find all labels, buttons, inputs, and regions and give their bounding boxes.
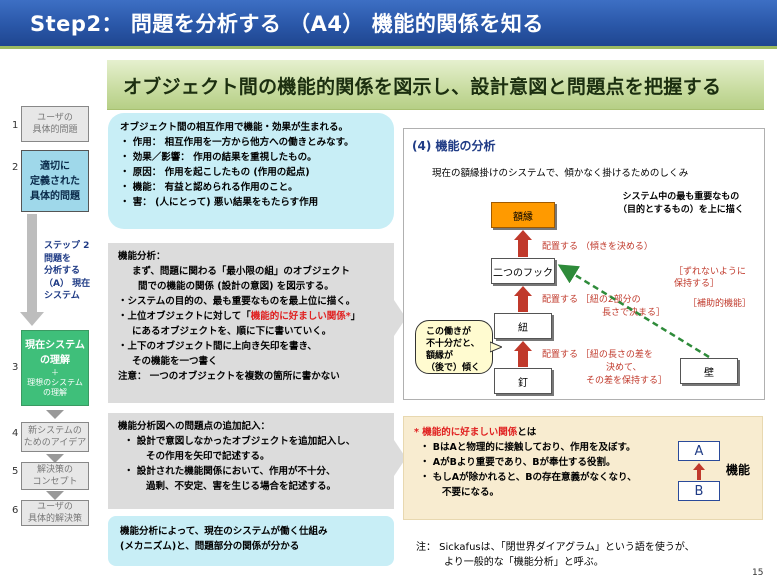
node-kugi: 釘 — [494, 368, 552, 394]
step-4-box: 新システムの ためのアイデア — [21, 422, 89, 452]
step-number-2: 2 — [12, 162, 19, 173]
box5-line: ・ AがBより重要であり、Bが奉仕する役割。 — [420, 457, 616, 468]
box4-line: 機能分析によって、現在のシステムが働く仕組み — [120, 526, 328, 537]
box5-heading: * 機能的に好ましい関係とは — [414, 425, 752, 440]
box5-line: ・ BはAと物理的に接触しており、作用を及ぼす。 — [420, 442, 636, 453]
flow-arrow-5-6 — [46, 491, 64, 500]
box1-line: ・ 効果／影響： 作用の結果を重視したもの。 — [120, 152, 317, 163]
side-label-hold: ［ずれないように 保持する］ — [674, 267, 746, 289]
box1-line: ・ 作用： 相互作用を一方から他方への働きとみなす。 — [120, 137, 354, 148]
box3-heading: 機能分析図への問題点の追加記入： — [118, 421, 271, 432]
warning-bubble: この働きが 不十分だと、 額縁が （後で）傾く — [415, 320, 493, 374]
box2-text: 」 — [350, 311, 361, 322]
box2-line: 注意： 一つのオブジェクトを複数の箇所に書かない — [118, 371, 340, 382]
arrow-nail-to-string — [514, 341, 532, 367]
box5-line: 不要になる。 — [442, 487, 500, 498]
arrow2-label-a: 配置する ［紐の2部分の — [542, 295, 641, 305]
problem-annotation-box: 機能分析図への問題点の追加記入： ・ 設計で意図しなかったオブジェクトを追加記入… — [108, 413, 394, 509]
step-number-6: 6 — [12, 505, 19, 516]
step-number-1: 1 — [12, 120, 19, 131]
node-a: A — [678, 441, 720, 461]
arrow-hook-to-frame — [514, 230, 532, 257]
box2-line-highlight: ・上位オブジェクトに対して「機能的に好ましい関係*」 — [118, 309, 386, 324]
box4-line: (メカニズム)と、問題部分の関係が分かる — [120, 541, 300, 552]
footnote: 注： Sickafusは、「閉世界ダイアグラム」という語を使うが、 より一般的な… — [416, 540, 695, 570]
node-himo: 紐 — [494, 313, 552, 339]
bubble-tail — [490, 341, 502, 353]
banner-text: オブジェクト間の機能的関係を図示し、設計意図と問題点を把握する — [123, 76, 722, 98]
step-6-box: ユーザの 具体的解決策 — [21, 500, 89, 526]
flow-arrow-3-4 — [46, 410, 64, 419]
step-3-main: 現在システム の理解 — [25, 340, 85, 366]
step-number-5: 5 — [12, 466, 19, 477]
step-2-box: 適切に 定義された 具体的問題 — [21, 150, 89, 212]
box1-line: ・ 原因： 作用を起こしたもの (作用の起点) — [120, 167, 310, 178]
slide-title: Step2： 問題を分析する （A4） 機能的関係を知る — [30, 12, 544, 36]
box1-line: ・ 機能： 有益と認められる作用のこと。 — [120, 182, 298, 193]
box2-line: ・上下のオブジェクト間に上向き矢印を書き、 — [118, 341, 317, 352]
diagram-heading: (4) 機能の分析 — [412, 139, 496, 153]
step-number-3: 3 — [12, 362, 19, 373]
box2-heading: 機能分析： — [118, 251, 166, 262]
diagram-subtitle: 現在の額縁掛けのシステムで、傾かなく掛けるためのしくみ — [432, 168, 689, 179]
box5-red-term: 機能的に好ましい関係 — [418, 427, 518, 438]
page-number: 15 — [752, 568, 764, 578]
node-b: B — [678, 481, 720, 501]
title-underline — [0, 46, 777, 49]
footnote-line: 注： Sickafusは、「閉世界ダイアグラム」という語を使うが、 — [416, 542, 695, 553]
node-kabe: 壁 — [680, 358, 738, 384]
box1-line: ・ 害： (人にとって) 悪い結果をもたらす作用 — [120, 197, 319, 208]
box3-line: ・ 設計された機能関係において、作用が不十分、 — [124, 466, 336, 477]
ab-arrow — [693, 463, 705, 480]
step-3-sub: ＋ 理想のシステム の理解 — [27, 368, 83, 397]
step-5-box: 解決策の コンセプト — [21, 462, 89, 490]
arrow2-label-b: 長さで決まる］ — [602, 308, 666, 318]
bubble-text: この働きが 不十分だと、 額縁が （後で）傾く — [426, 327, 481, 373]
dashed-support-arrow — [557, 264, 710, 359]
arrow-string-to-hook — [514, 286, 532, 312]
box3-line: 過剰、不安定、害を生じる場合を記述する。 — [146, 481, 337, 492]
box5-heading-tail: とは — [517, 427, 537, 438]
arrow3-label-a: 配置する ［紐の長さの差を — [542, 350, 653, 360]
box5-line: ・ もしAが除かれると、Bの存在意義がなくなり、 — [420, 472, 637, 483]
diagram-top-note: システム中の最も重要なもの （目的とするもの）を上に描く — [618, 192, 744, 215]
box2-line: 間での機能の関係 (設計の意図) を図示する。 — [138, 281, 334, 292]
asterisk: * — [414, 427, 419, 438]
box2-line: ・システムの目的の、最も重要なものを最上位に描く。 — [118, 296, 356, 307]
box3-line: ・ 設計で意図しなかったオブジェクトを追加記入し、 — [124, 436, 356, 447]
interaction-definition-box: オブジェクト間の相互作用で機能・効果が生まれる。 ・ 作用： 相互作用を一方から… — [108, 113, 394, 229]
side-label-aux: ［補助的機能］ — [688, 299, 752, 309]
box2-text: ・上位オブジェクトに対して「 — [118, 311, 251, 322]
box2-red-term: 機能的に好ましい関係* — [250, 311, 351, 322]
footnote-line: より一般的な「機能分析」と呼ぶ。 — [444, 557, 604, 568]
step-number-4: 4 — [12, 428, 19, 439]
arrow3-label-c: その差を保持する］ — [586, 376, 668, 386]
step-arrow-label: ステップ 2 問題を 分析する （A） 現在 システム — [44, 241, 91, 301]
conclusion-box: 機能分析によって、現在のシステムが働く仕組み (メカニズム)と、問題部分の関係が… — [108, 516, 394, 566]
banner: オブジェクト間の機能的関係を図示し、設計意図と問題点を把握する — [107, 60, 764, 110]
box2-line: まず、問題に関わる「最小限の組」のオブジェクト — [132, 266, 350, 277]
step-1-box: ユーザの 具体的問題 — [21, 106, 89, 142]
box1-line: オブジェクト間の相互作用で機能・効果が生まれる。 — [120, 122, 349, 133]
title-bar: Step2： 問題を分析する （A4） 機能的関係を知る — [0, 0, 777, 46]
preferred-relation-box: * 機能的に好ましい関係とは ・ BはAと物理的に接触しており、作用を及ぼす。 … — [403, 416, 763, 520]
box3-line: その作用を矢印で記述する。 — [146, 451, 270, 462]
node-hook: 二つのフック — [491, 258, 555, 284]
arrow3-label-b: 決めて、 — [606, 363, 642, 373]
function-label: 機能 — [726, 463, 751, 477]
arrow1-label: 配置する （傾きを決める） — [542, 242, 653, 252]
step-3-box: 現在システム の理解 ＋ 理想のシステム の理解 — [21, 330, 89, 406]
box2-line: その機能を一つ書く — [132, 356, 218, 367]
node-gakubuchi: 額縁 — [491, 202, 555, 228]
flow-arrow-4-5 — [46, 454, 64, 463]
function-analysis-box: 機能分析： まず、問題に関わる「最小限の組」のオブジェクト 間での機能の関係 (… — [108, 243, 394, 403]
box2-line: にあるオブジェクトを、順に下に書いていく。 — [132, 326, 332, 337]
step-arrow-head — [20, 312, 44, 326]
step-arrow-shaft — [27, 214, 37, 314]
